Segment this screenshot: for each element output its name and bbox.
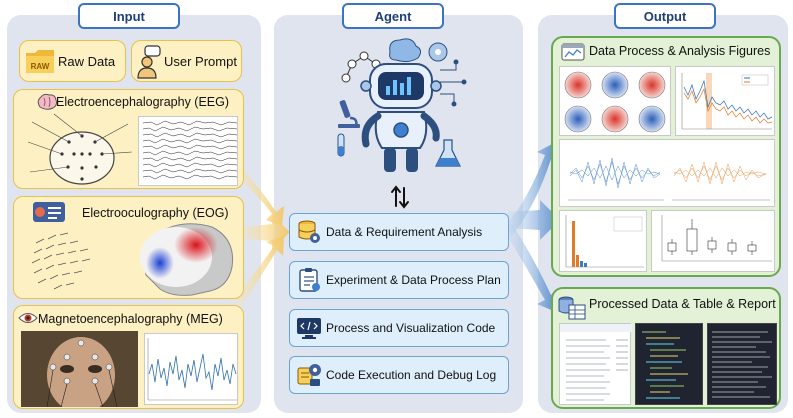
histogram: [565, 215, 644, 268]
output-header: Output: [614, 3, 716, 29]
test-tube-icon: [337, 133, 345, 157]
signal-comparison: [568, 157, 770, 201]
meg-title: Magnetoencephalography (MEG): [38, 312, 223, 326]
clipboard-plan-icon: [299, 268, 320, 292]
folder-raw-icon: RAW: [26, 50, 54, 73]
agent-step-label: Experiment & Data Process Plan: [326, 273, 501, 287]
agent-step-label: Process and Visualization Code: [326, 321, 496, 335]
gear-icon: [428, 42, 448, 62]
agent-step-data-analysis: Data & Requirement Analysis: [289, 213, 509, 251]
signal-comparison-plot: [559, 139, 775, 207]
brain-icon: [37, 93, 58, 110]
report-card: Processed Data & Table & Report: [551, 287, 781, 409]
execution-log-icon: [297, 364, 321, 386]
agent-step-label: Data & Requirement Analysis: [326, 225, 483, 239]
agent-step-execution: Code Execution and Debug Log: [289, 356, 509, 394]
code-editor-lines: [642, 331, 688, 399]
agent-header: Agent: [342, 3, 444, 29]
raw-data-card: RAW Raw Data: [19, 40, 126, 82]
code-editor-screenshot: [635, 323, 703, 405]
eeg-title: Electroencephalography (EEG): [56, 95, 230, 109]
topomap-grid: [559, 66, 671, 136]
agent-step-label: Code Execution and Debug Log: [326, 368, 497, 382]
agent-step-code: Process and Visualization Code: [289, 309, 509, 347]
eye-monitor-icon: [33, 202, 65, 222]
eog-head-topography: [140, 223, 234, 296]
code-monitor-icon: [297, 318, 321, 339]
chart-window-icon: [561, 43, 585, 61]
eog-title: Electrooculography (EOG): [82, 206, 229, 220]
report-title: Processed Data & Table & Report: [589, 297, 776, 311]
terminal-log-screenshot: [707, 323, 777, 405]
box-plot-graphic: [661, 215, 772, 262]
database-table-icon: [558, 296, 586, 320]
eog-card: Electrooculography (EOG): [13, 196, 244, 299]
agent-to-output-arrows: [505, 142, 560, 312]
eeg-card: Electroencephalography (EEG): [13, 89, 244, 189]
data-table-screenshot: [559, 323, 632, 405]
agent-step-plan: Experiment & Data Process Plan: [289, 261, 509, 299]
microscope-icon: [338, 100, 360, 128]
data-table-lines: [560, 324, 632, 401]
terminal-log-lines: [712, 331, 772, 398]
circuit-lines: [440, 59, 467, 107]
user-prompt-card: User Prompt: [131, 40, 242, 82]
eye-icon: [18, 313, 38, 323]
input-header: Input: [78, 3, 180, 29]
user-speech-icon: [137, 45, 161, 79]
user-prompt-label: User Prompt: [164, 54, 237, 69]
brain-icon: [389, 38, 422, 63]
figures-card: Data Process & Analysis Figures: [551, 36, 781, 277]
raw-icon-text: RAW: [31, 62, 50, 71]
bidirectional-arrow-icon: [391, 185, 409, 209]
topomaps: [564, 71, 666, 133]
database-gear-icon: [298, 220, 320, 243]
meg-signal: [147, 338, 237, 401]
meg-card: Magnetoencephalography (MEG): [13, 305, 244, 409]
box-plot: [651, 210, 775, 272]
eog-vector-field: [31, 232, 91, 290]
histogram-plot: [559, 210, 647, 272]
robot-illustration: [337, 38, 467, 172]
eeg-traces-plot: [138, 116, 238, 186]
figures-title: Data Process & Analysis Figures: [589, 44, 771, 58]
eeg-traces: [142, 120, 238, 180]
spectrum-line-plot: [675, 66, 775, 136]
eeg-electrode-diagram: [27, 113, 133, 185]
spectrum-lines: [681, 73, 773, 130]
raw-data-label: Raw Data: [58, 54, 116, 69]
meg-signal-plot: [144, 333, 238, 405]
face-with-electrodes: [21, 331, 138, 407]
flask-icon: [435, 139, 461, 167]
meg-subject-photo: [21, 331, 138, 407]
